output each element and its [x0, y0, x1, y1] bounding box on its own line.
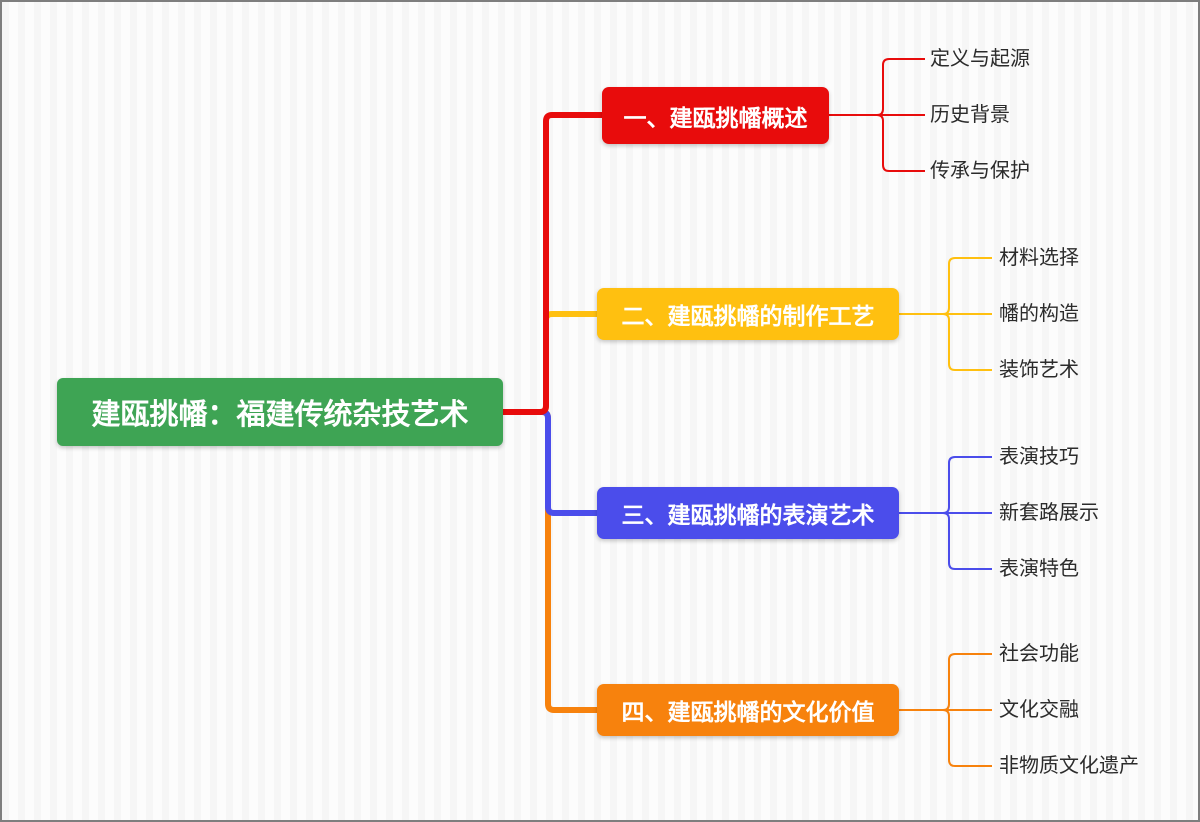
- leaf-node[interactable]: 幡的构造: [999, 303, 1079, 325]
- trunk-connector-branch1: [502, 112, 603, 415]
- leaf-node[interactable]: 装饰艺术: [999, 359, 1079, 381]
- leaf-connector: [898, 257, 992, 315]
- leaf-connector: [898, 313, 992, 371]
- root-node[interactable]: 建瓯挑幡：福建传统杂技艺术: [57, 378, 503, 446]
- branch-node-2[interactable]: 二、建瓯挑幡的制作工艺: [597, 288, 899, 340]
- leaf-connector: [828, 114, 925, 172]
- leaf-node[interactable]: 新套路展示: [999, 502, 1099, 524]
- branch-node-1[interactable]: 一、建瓯挑幡概述: [602, 87, 829, 144]
- leaf-connector: [898, 709, 992, 767]
- leaf-node[interactable]: 表演特色: [999, 558, 1079, 580]
- leaf-connector: [828, 58, 925, 116]
- leaf-connector: [898, 653, 992, 711]
- trunk-connector-branch2: [502, 311, 598, 415]
- leaf-node[interactable]: 文化交融: [999, 699, 1079, 721]
- leaf-node[interactable]: 表演技巧: [999, 446, 1079, 468]
- branch-node-3[interactable]: 三、建瓯挑幡的表演艺术: [597, 487, 899, 539]
- trunk-connector-branch4: [502, 409, 598, 713]
- leaf-node[interactable]: 传承与保护: [930, 160, 1030, 182]
- leaf-connector: [898, 456, 992, 514]
- leaf-node[interactable]: 社会功能: [999, 643, 1079, 665]
- leaf-node[interactable]: 定义与起源: [930, 48, 1030, 70]
- branch-node-4[interactable]: 四、建瓯挑幡的文化价值: [597, 684, 899, 736]
- leaf-node[interactable]: 材料选择: [999, 247, 1079, 269]
- leaf-node[interactable]: 非物质文化遗产: [999, 755, 1139, 777]
- leaf-node[interactable]: 历史背景: [930, 104, 1010, 126]
- trunk-connector-branch3: [502, 409, 598, 516]
- leaf-connector: [898, 512, 992, 570]
